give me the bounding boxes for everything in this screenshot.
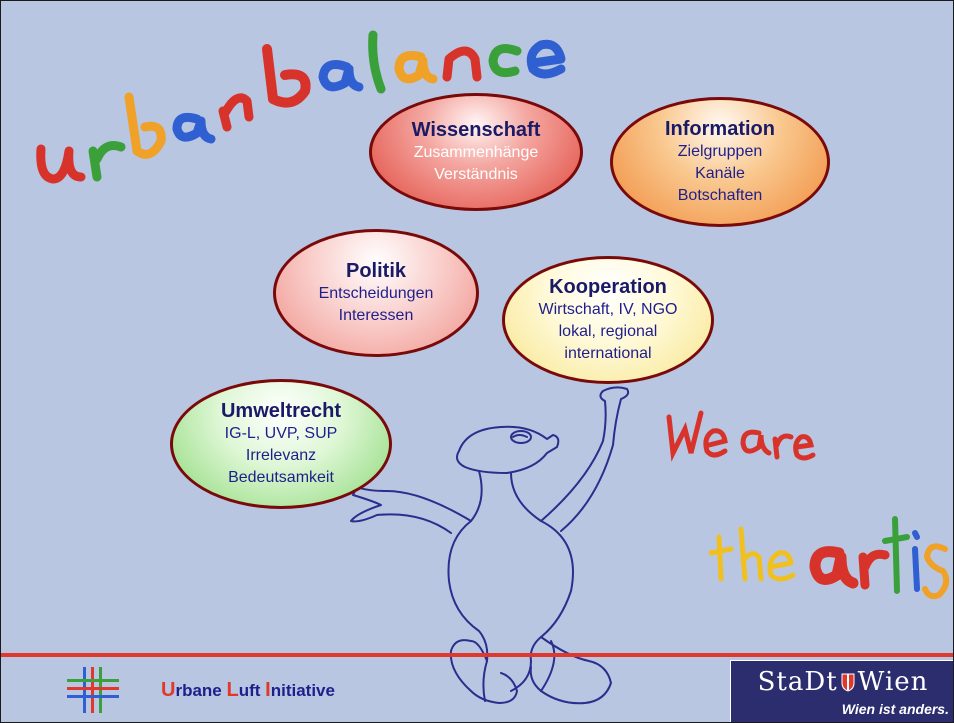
footer-divider [1,653,953,657]
bubble-kooperation-line-1: Wirtschaft, IV, NGO [538,301,678,318]
initiative-letter-u: U [161,679,176,701]
bubble-umweltrecht-title: Umweltrecht [220,400,342,422]
bubble-kooperation: Kooperation Wirtschaft, IV, NGO lokal, r… [502,256,714,384]
bubble-wissenschaft: Wissenschaft Zusammenhänge Verständnis [369,93,583,211]
logo-word-stadt: StaDt [757,667,838,697]
stadt-wien-logo: StaDt Wien Wien ist anders. [730,660,953,722]
bubble-wissenschaft-line-1: Zusammenhänge [413,144,539,161]
bubble-information-title: Information [665,118,775,140]
we-are-slogan-art [666,410,816,462]
bubble-kooperation-title: Kooperation [549,276,667,298]
bubble-information-line-2: Kanäle [695,165,745,182]
urbane-luft-initiative-label: Urbane Luft Initiative [161,679,335,702]
bubble-information-line-1: Zielgruppen [677,143,763,160]
stadt-wien-tagline: Wien ist anders. [841,701,949,717]
initiative-letter-i: I [265,679,271,701]
the-artists-slogan-art [708,516,950,600]
bubble-kooperation-line-2: lokal, regional [558,323,658,340]
bubble-politik-line-2: Interessen [338,307,414,324]
urbane-luft-initiative-logo-icon [67,667,119,713]
juggler-figure-art [350,386,630,705]
bubble-information-line-3: Botschaften [677,187,763,204]
bubble-kooperation-line-3: international [564,345,652,362]
stadt-wien-logo-wordmark: StaDt Wien [731,667,953,697]
bubble-politik: Politik Entscheidungen Interessen [273,229,479,357]
bubble-information: Information Zielgruppen Kanäle Botschaft… [610,97,830,227]
bubble-umweltrecht-line-1: IG-L, UVP, SUP [224,425,338,442]
bubble-wissenschaft-title: Wissenschaft [411,119,541,141]
logo-word-wien: Wien [857,667,929,697]
bubble-politik-title: Politik [345,260,406,282]
initiative-letter-l: L [226,679,239,701]
vienna-shield-icon [841,673,855,692]
initiative-word-rbane: rbane [175,681,222,700]
bubble-umweltrecht: Umweltrecht IG-L, UVP, SUP Irrelevanz Be… [170,379,392,509]
bubble-umweltrecht-line-3: Bedeutsamkeit [228,469,334,486]
initiative-word-nitiative: nitiative [270,681,335,700]
initiative-word-uft: uft [238,681,261,700]
urban-balance-title-art [36,30,566,184]
bubble-wissenschaft-line-2: Verständnis [434,166,518,183]
bubble-umweltrecht-line-2: Irrelevanz [245,447,317,464]
bubble-politik-line-1: Entscheidungen [318,285,434,302]
